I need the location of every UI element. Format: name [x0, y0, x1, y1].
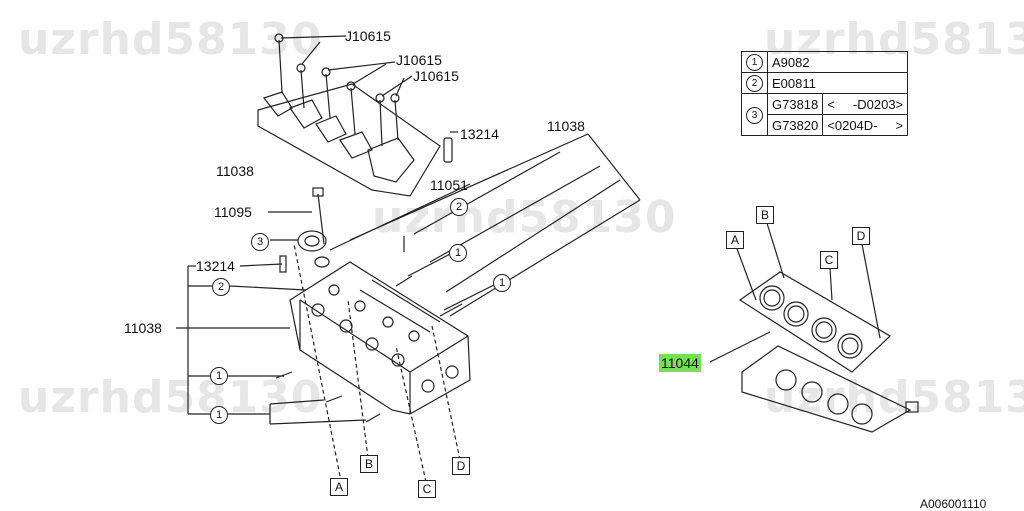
ref-box-b: B: [756, 206, 774, 224]
part-label-13214: 13214: [460, 126, 499, 142]
legend-callout-1: 1: [746, 54, 763, 71]
ref-box-c: C: [418, 480, 436, 498]
ref-box-c: C: [820, 251, 838, 269]
callout-3: 3: [251, 233, 269, 251]
ref-box-d: D: [852, 227, 870, 245]
part-label-j10615: J10615: [396, 52, 442, 68]
legend-part-number: G73818: [766, 93, 824, 115]
callout-2: 2: [212, 278, 230, 296]
legend-row: 1 A9082: [741, 51, 909, 73]
part-label-j10615: J10615: [413, 68, 459, 84]
callout-1: 1: [449, 244, 467, 262]
watermark: uzrhd58130: [372, 192, 677, 243]
part-label-11051: 11051: [430, 177, 468, 193]
callout-1: 1: [493, 274, 511, 292]
part-label-11038: 11038: [124, 320, 162, 336]
watermark: uzrhd58130: [18, 372, 323, 423]
legend-row: 3 G73818 < -D0203>: [741, 93, 909, 136]
legend-callout-2: 2: [746, 75, 763, 92]
legend-date-range: < -D0203>: [822, 93, 909, 115]
part-label-11038: 11038: [216, 163, 254, 179]
legend-row: 2 E00811: [741, 72, 909, 94]
legend-row: G73820 <0204D- >: [742, 114, 909, 136]
part-label-11038: 11038: [547, 118, 585, 134]
callout-1: 1: [210, 367, 228, 385]
ref-box-a: A: [330, 478, 348, 496]
ref-box-a: A: [726, 231, 744, 249]
watermark: uzrhd58130: [764, 372, 1024, 423]
watermark: uzrhd58130: [18, 14, 323, 65]
callout-legend-table: 1 A9082 2 E00811 3 G73818 < -D0203> G738…: [741, 51, 909, 136]
legend-callout-3: 3: [746, 106, 763, 124]
part-label-j10615: J10615: [345, 28, 391, 44]
callout-1: 1: [210, 406, 228, 424]
part-label-13214: 13214: [196, 258, 235, 274]
part-label-11044: 11044: [659, 354, 701, 372]
legend-part-number: A9082: [766, 51, 909, 73]
ref-box-b: B: [360, 455, 378, 473]
legend-part-number: G73820: [766, 114, 824, 136]
legend-part-number: E00811: [766, 72, 909, 94]
diagram-code: A006001110: [920, 497, 987, 511]
callout-2: 2: [450, 198, 468, 216]
part-label-11095: 11095: [214, 204, 252, 220]
legend-date-range: <0204D- >: [822, 114, 909, 136]
ref-box-d: D: [452, 457, 470, 475]
